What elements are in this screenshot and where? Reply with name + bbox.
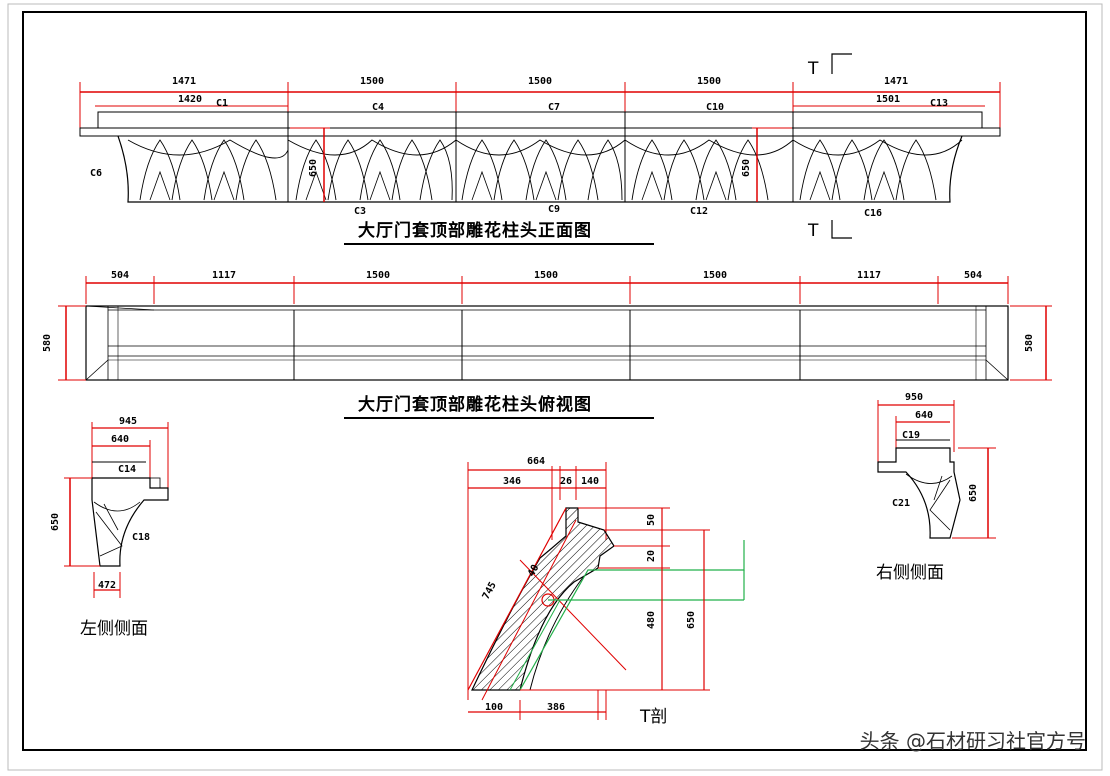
- right-code-c19: C19: [902, 430, 920, 441]
- left-dim-height: 650: [50, 513, 61, 531]
- section-dim-140: 140: [581, 476, 599, 487]
- left-dim-640: 640: [111, 434, 129, 445]
- right-dim-height: 650: [968, 484, 979, 502]
- code-c9: C9: [548, 204, 560, 215]
- plan-dim-2: 1117: [212, 270, 236, 281]
- section-side-20: 20: [646, 550, 657, 562]
- plan-dim-7: 504: [964, 270, 982, 281]
- section-side-50: 50: [646, 514, 657, 526]
- code-c1: C1: [216, 98, 228, 109]
- code-c7: C7: [548, 102, 560, 113]
- front-dim-1: 1471: [172, 76, 196, 87]
- front-dim-4: 1500: [697, 76, 721, 87]
- plan-dim-3: 1500: [366, 270, 390, 281]
- left-side-view: 945 640 C14 C18 650 472 左侧侧面: [50, 416, 169, 639]
- right-side-view: 950 640 C19 C21 650 右侧侧面: [876, 392, 996, 583]
- section-bottom-100: 100: [485, 702, 503, 713]
- code-c6: C6: [90, 168, 102, 179]
- section-side-650: 650: [686, 611, 697, 629]
- front-subdim-1: 1420: [178, 94, 202, 105]
- section-diag-745: 745: [481, 580, 499, 601]
- front-subdim-2: 1501: [876, 94, 900, 105]
- right-dim-640: 640: [915, 410, 933, 421]
- code-c4: C4: [372, 102, 384, 113]
- front-height-2: 650: [741, 159, 752, 177]
- plan-view-title: 大厅门套顶部雕花柱头俯视图: [358, 394, 592, 415]
- front-dim-5: 1471: [884, 76, 908, 87]
- section-side-480: 480: [646, 611, 657, 629]
- left-dim-width: 945: [119, 416, 137, 427]
- section-label: T剖: [639, 707, 667, 727]
- section-mark-top: T: [807, 59, 819, 79]
- code-c16: C16: [864, 208, 882, 219]
- front-view-title: 大厅门套顶部雕花柱头正面图: [358, 220, 592, 241]
- drawing-frame: [22, 11, 1087, 751]
- section-dim-664: 664: [527, 456, 545, 467]
- left-code-c18: C18: [132, 532, 150, 543]
- section-dim-346: 346: [503, 476, 521, 487]
- right-dim-width: 950: [905, 392, 923, 403]
- left-code-c14: C14: [118, 464, 136, 475]
- plan-depth-right: 580: [1024, 334, 1035, 352]
- plan-depth-left: 580: [42, 334, 53, 352]
- section-diag-40: 40: [526, 563, 541, 579]
- plan-dim-4: 1500: [534, 270, 558, 281]
- code-c10: C10: [706, 102, 724, 113]
- plan-dim-1: 504: [111, 270, 129, 281]
- front-view: 1471 1500 1500 1500 1471 1420 1501 C1 C4…: [79, 53, 1001, 245]
- front-height-1: 650: [308, 159, 319, 177]
- code-c12: C12: [690, 206, 708, 217]
- code-c3: C3: [354, 206, 366, 217]
- plan-dim-5: 1500: [703, 270, 727, 281]
- section-dim-26: 26: [560, 476, 572, 487]
- code-c13: C13: [930, 98, 948, 109]
- right-side-label: 右侧侧面: [876, 563, 944, 583]
- plan-dim-6: 1117: [857, 270, 881, 281]
- right-code-c21: C21: [892, 498, 910, 509]
- left-dim-472: 472: [98, 580, 116, 591]
- left-side-label: 左侧侧面: [80, 619, 148, 639]
- front-dim-3: 1500: [528, 76, 552, 87]
- plan-view: 504 1117 1500 1500 1500 1117 504 580 580: [42, 270, 1052, 419]
- section-mark-bottom: T: [807, 221, 819, 241]
- section-bottom-386: 386: [547, 702, 565, 713]
- section-t-view: 664 346 26 140 745 40 50 20 4: [467, 456, 745, 727]
- front-dim-2: 1500: [360, 76, 384, 87]
- watermark: 头条 @石材研习社官方号: [860, 729, 1086, 753]
